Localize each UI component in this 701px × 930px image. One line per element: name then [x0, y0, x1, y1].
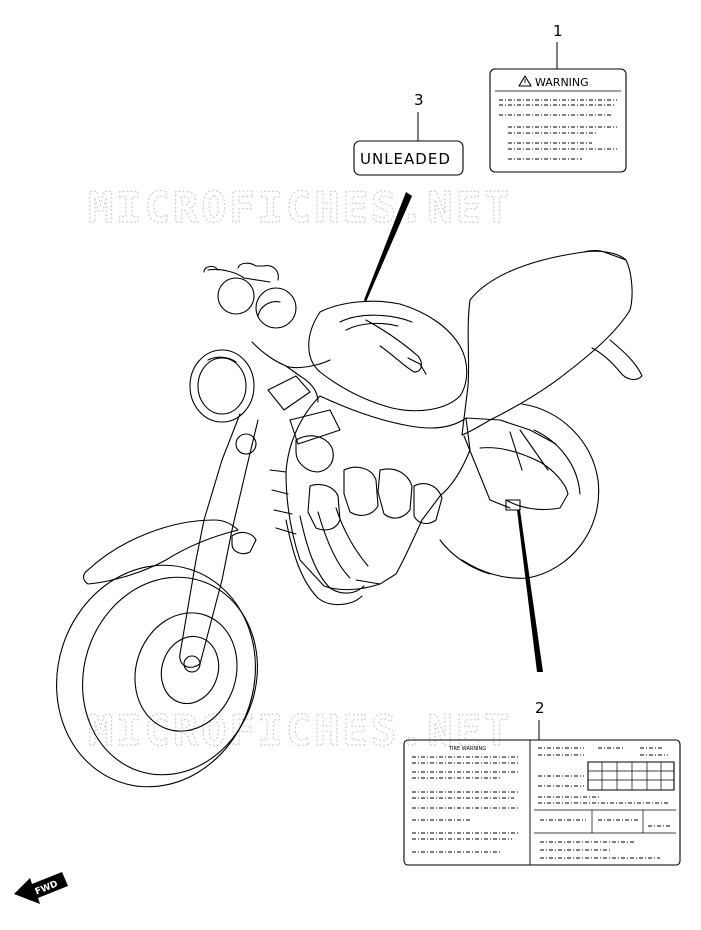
warning-label-title: WARNING: [535, 76, 589, 89]
tire-warning-text-lines: [412, 756, 520, 853]
warning-label[interactable]: WARNING: [489, 68, 627, 173]
motorcycle-drawing: [56, 249, 643, 788]
tire-pressure-table: [534, 747, 676, 859]
watermark-top: MICROFICHES.NET: [88, 183, 512, 232]
leader-arrow-2: [517, 510, 543, 672]
leader-arrow-3: [364, 192, 412, 302]
warning-label-text-lines: [499, 99, 617, 160]
callout-number-1: 1: [553, 22, 563, 40]
callout-number-2: 2: [535, 699, 545, 717]
warning-triangle-icon: [518, 75, 532, 87]
tire-warning-title: TIRE WARNING: [448, 746, 486, 752]
unleaded-label-text: UNLEADED: [360, 150, 451, 168]
fwd-arrow-icon: FWD: [14, 872, 68, 904]
tire-warning-label[interactable]: TIRE WARNING: [403, 739, 681, 866]
watermark-bottom: MICROFICHES.NET: [88, 706, 512, 755]
unleaded-label[interactable]: UNLEADED: [353, 140, 464, 176]
callout-number-3: 3: [414, 91, 424, 109]
